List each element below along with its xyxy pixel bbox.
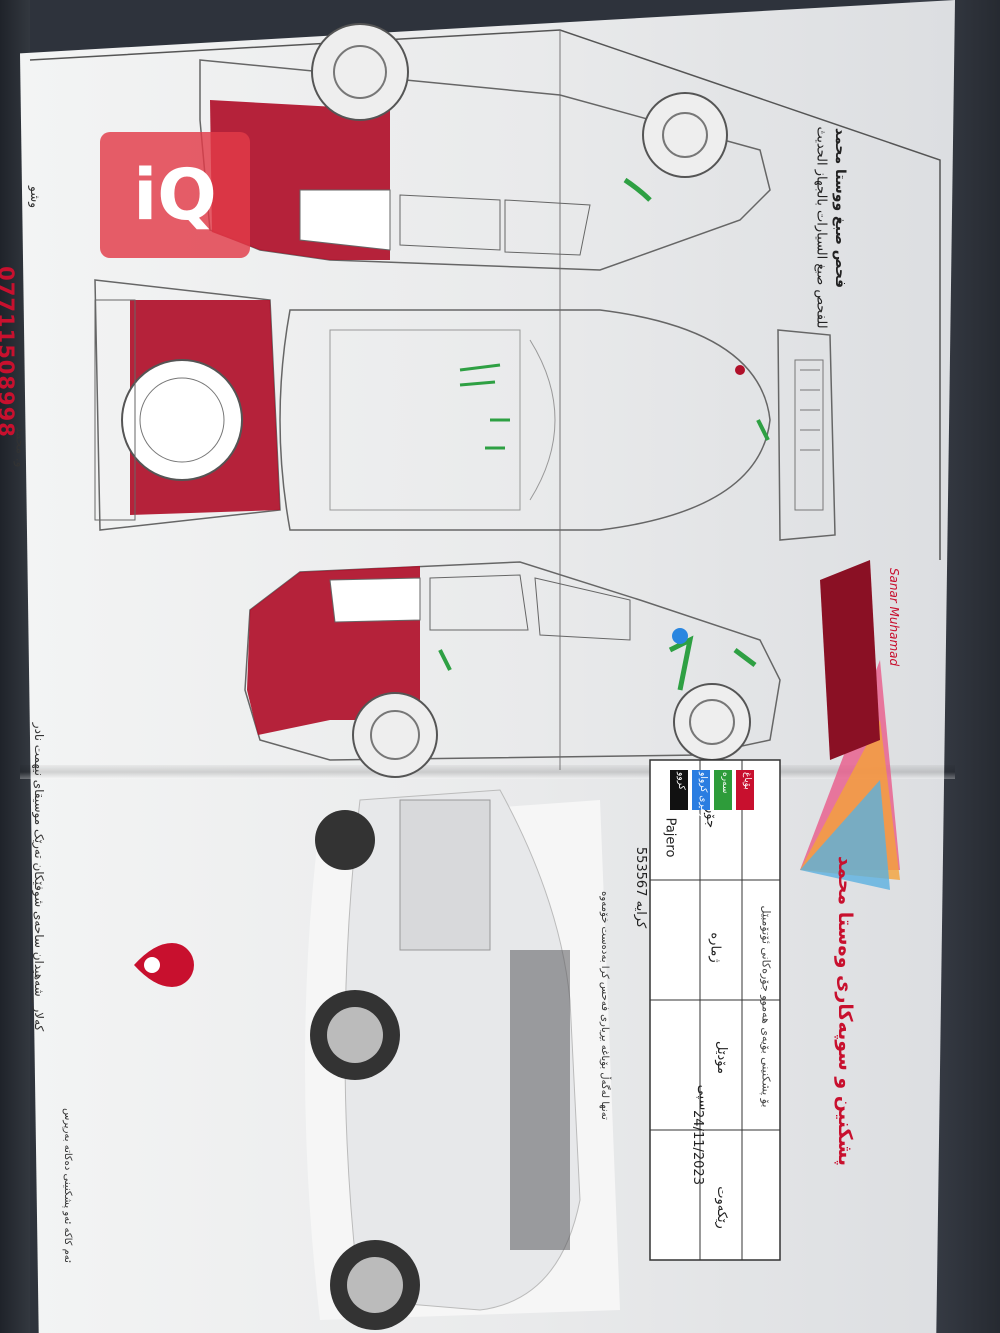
car-top-diagram	[279, 309, 771, 531]
row-date-label: رێکەوت	[713, 1186, 729, 1229]
brand-script: Sanar Muhamad	[887, 567, 902, 667]
shop-address-2: ئەم کاکە ئەو پشکنینی دەکاتە بەرپرس	[61, 1108, 73, 1263]
legend-swatch-blue	[692, 770, 710, 810]
row-model-value: Pajero	[662, 817, 678, 858]
legend-label-head: سەرە	[720, 772, 730, 794]
legend-swatch-head	[714, 770, 732, 810]
header-line1: فحص صبغ ووستا محمد	[832, 127, 849, 289]
shop-subtitle: بۆ پشکنینی بۆیەی هەموو جۆرەکانی ئۆتۆمبێل	[759, 905, 773, 1108]
phone-prefix: و. محمد	[13, 426, 28, 468]
row-number-label: ژمارە	[707, 932, 723, 963]
car-front-diagram	[756, 329, 836, 541]
row-color-value: سپی	[695, 1084, 711, 1111]
legend-label-blue: کۆمڕی کرواو	[698, 772, 708, 822]
legend-label-paint: بۆیاغ	[742, 772, 752, 790]
legend-label-black: کروو	[676, 772, 686, 790]
car-side-diagram-bottom	[244, 561, 781, 778]
row-number-value: 553567 کرایە	[633, 846, 649, 929]
legend-swatch-paint	[736, 770, 754, 810]
inspection-note: تەنها لەگەڵ بۆیاغە بڕیاری فەحس کرا بەدەس…	[598, 891, 610, 1120]
inspection-table	[649, 759, 781, 1261]
contact-name: وشو	[28, 185, 43, 209]
row-date-value: 24/11/2023	[689, 1110, 705, 1185]
car-photo	[305, 789, 620, 1330]
watermark-logo: iQ	[100, 132, 250, 258]
phone-number: 07711508998	[0, 266, 18, 438]
location-pin-icon	[134, 943, 194, 987]
shop-address: كەلار _شەهیدان ساحەی شوفێکان تەرێک موسیق…	[32, 722, 47, 1032]
paint-swatch-graphic	[800, 560, 900, 890]
legend-swatch-black	[670, 770, 688, 810]
header-line2: للفحص صبغ السيارات بالجهاز الحديث	[813, 126, 829, 329]
shop-title: پشکنین و سوپەکاری وەستا محمد	[833, 856, 856, 1166]
car-side-diagram-top	[199, 23, 771, 271]
car-rear-diagram	[94, 279, 281, 531]
row-color-label: مۆدێل	[713, 1041, 729, 1074]
